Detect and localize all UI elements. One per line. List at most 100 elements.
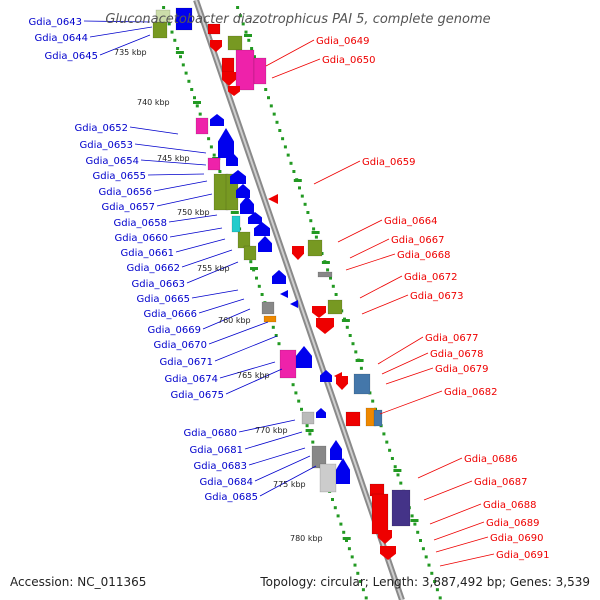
track-dot	[334, 293, 338, 296]
label-leader-line	[423, 480, 473, 501]
kbp-tick-label: 760 kbp	[218, 316, 251, 325]
track-dot	[347, 547, 351, 551]
forward-gene-arrow	[316, 318, 334, 334]
orange-gene	[263, 315, 277, 323]
track-dot	[312, 227, 316, 231]
label-leader-line	[439, 553, 495, 567]
label-leader-line	[248, 447, 306, 466]
map-title: Gluconacetobacter diazotrophicus PAI 5, …	[105, 12, 490, 27]
label-leader-line	[181, 249, 233, 268]
track-dot	[424, 555, 428, 559]
reverse-gene-arrow	[330, 440, 342, 460]
label-leader-line	[191, 289, 239, 299]
forward-gene-arrow	[380, 546, 396, 560]
label-leader-line	[417, 457, 463, 479]
gene-label: Gdia_0682	[444, 387, 497, 398]
track-dot	[278, 129, 282, 132]
gene-label: Gdia_0652	[75, 123, 128, 134]
magenta-gene	[195, 117, 209, 135]
track-dot	[267, 96, 270, 100]
reverse-gene-arrow	[210, 114, 224, 126]
label-leader-line	[219, 361, 276, 379]
label-leader-line	[361, 294, 409, 315]
track-dot	[255, 276, 258, 280]
track-dot	[236, 6, 240, 9]
magenta-gene	[207, 157, 221, 171]
label-leader-line	[429, 503, 482, 525]
cyan-gene	[231, 215, 241, 233]
gene-labels: Gdia_0643Gdia_0644Gdia_0645Gdia_0652Gdia…	[29, 17, 550, 561]
label-leader-line	[265, 39, 315, 67]
gene-label: Gdia_0663	[132, 279, 185, 290]
olive-gene	[307, 239, 323, 257]
forward-gene	[221, 57, 235, 73]
gene-label: Gdia_0649	[316, 36, 369, 47]
forward-gene	[207, 23, 221, 35]
track-dot	[257, 284, 261, 288]
gray-gene	[311, 445, 327, 469]
track-dot	[345, 325, 349, 329]
track-dot	[275, 120, 279, 124]
label-leader-line	[349, 238, 390, 259]
track-dot	[289, 161, 293, 165]
gene-label: Gdia_0671	[160, 357, 213, 368]
track-dot	[339, 522, 343, 526]
track-dash	[311, 231, 320, 234]
label-leader-line	[435, 536, 489, 553]
kbp-tick-label: 745 kbp	[157, 154, 190, 163]
track-dot	[342, 530, 346, 534]
track-dot	[170, 30, 174, 34]
forward-gene-arrow	[228, 86, 240, 96]
gene-label: Gdia_0667	[391, 235, 444, 246]
gene-label: Gdia_0664	[384, 216, 437, 227]
track-dot	[311, 440, 315, 444]
reverse-gene-arrow	[254, 222, 270, 236]
gene-label: Gdia_0656	[99, 187, 152, 198]
gene-label: Gdia_0670	[154, 340, 207, 351]
track-dot	[393, 465, 397, 469]
gene-label: Gdia_0680	[184, 428, 237, 439]
gray-gene-light	[301, 411, 315, 425]
track-dot	[359, 580, 363, 583]
label-leader-line	[433, 521, 485, 541]
gene-label: Gdia_0691	[496, 550, 549, 561]
kbp-tick-label: 740 kbp	[137, 98, 170, 107]
gene-label: Gdia_0653	[80, 140, 133, 151]
forward-gene-arrow	[210, 40, 222, 52]
label-leader-line	[385, 367, 434, 385]
track-dot	[356, 571, 360, 575]
track-dash	[393, 469, 402, 472]
reverse-gene-arrow	[320, 370, 332, 382]
track-dot	[430, 571, 434, 575]
track-dot	[306, 211, 310, 214]
track-dot	[399, 481, 403, 485]
gene-label: Gdia_0654	[86, 156, 139, 167]
track-dash	[305, 429, 314, 432]
track-dot	[300, 194, 304, 198]
label-leader-line	[379, 390, 443, 415]
track-dot	[162, 6, 166, 9]
gene-label: Gdia_0675	[171, 390, 224, 401]
track-dot	[247, 38, 251, 42]
track-dot	[195, 104, 199, 108]
track-dot	[435, 588, 439, 592]
track-dot	[297, 399, 301, 403]
label-leader-line	[254, 455, 311, 482]
track-dash	[230, 211, 239, 214]
gene-label: Gdia_0689	[486, 518, 539, 529]
steel-gene	[353, 373, 371, 395]
track-dot	[350, 555, 354, 559]
track-dot	[271, 325, 275, 329]
reverse-gene-arrow	[248, 212, 262, 224]
gene-label: Gdia_0643	[29, 17, 82, 28]
track-dot	[218, 170, 222, 173]
gene-label: Gdia_0674	[165, 374, 218, 385]
track-dot	[167, 22, 171, 26]
track-dot	[371, 399, 375, 403]
reverse-gene-arrow	[226, 152, 238, 166]
olive-gene	[237, 231, 251, 249]
track-dot	[336, 514, 340, 518]
track-dot	[345, 539, 348, 542]
gene-label: Gdia_0681	[190, 445, 243, 456]
track-dash	[355, 359, 364, 362]
